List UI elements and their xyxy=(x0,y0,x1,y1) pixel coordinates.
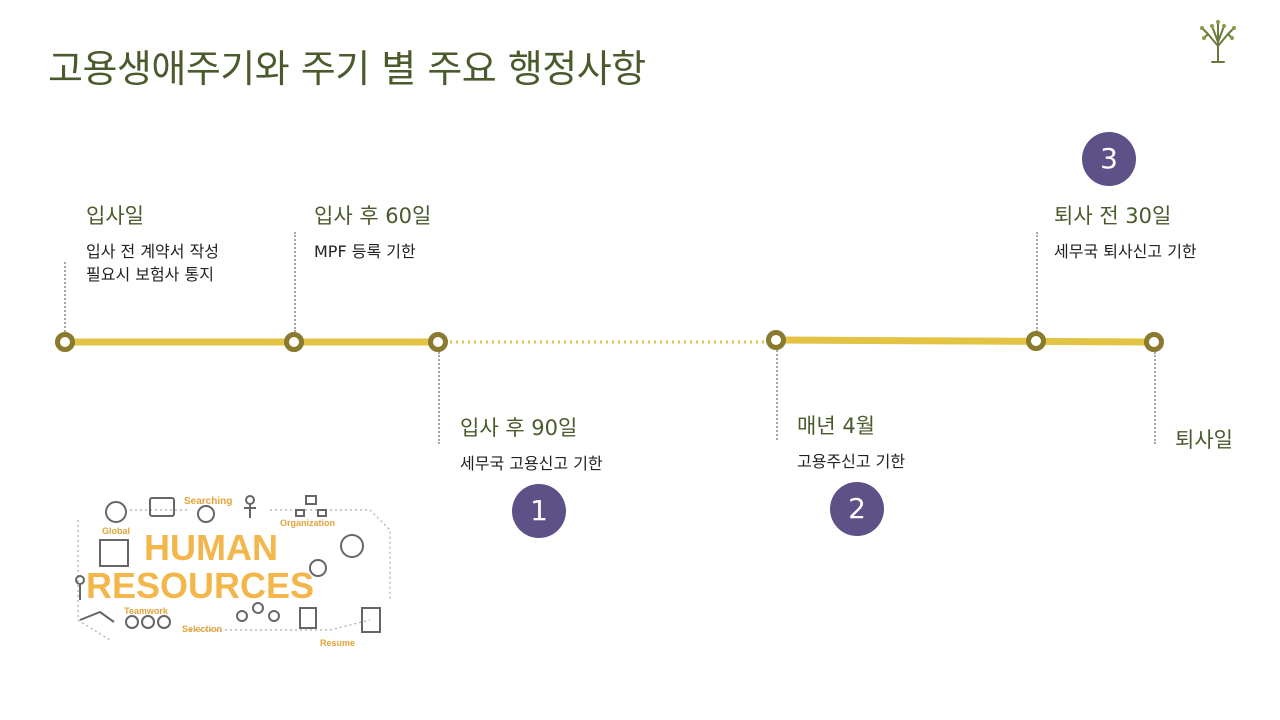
milestone-heading: 퇴사 전 30일 xyxy=(1054,204,1172,228)
connector-line-5 xyxy=(1036,232,1038,332)
milestone-april: 매년 4월 고용주신고 기한 xyxy=(797,410,905,473)
org-chart-icon xyxy=(305,495,317,505)
connector-line-4 xyxy=(776,350,778,440)
milestone-detail: 입사 전 계약서 작성 xyxy=(86,242,220,261)
milestone-detail: 세무국 고용신고 기한 xyxy=(460,454,603,473)
resume-icon xyxy=(361,607,381,633)
milestone-90-days: 입사 후 90일 세무국 고용신고 기한 xyxy=(460,412,603,475)
milestone-heading: 매년 4월 xyxy=(797,414,875,438)
timeline-node-1 xyxy=(55,332,75,352)
dollar-icon xyxy=(340,534,364,558)
milestone-heading: 입사 후 60일 xyxy=(314,204,432,228)
page-title: 고용생애주기와 주기 별 주요 행정사항 xyxy=(48,47,646,91)
milestone-60-days: 입사 후 60일 MPF 등록 기한 xyxy=(314,200,431,263)
connector-line-2 xyxy=(294,232,296,332)
hr-word-resources: RESOURCES xyxy=(86,565,314,606)
milestone-exit-date: 퇴사일 xyxy=(1175,424,1233,464)
milestone-detail: MPF 등록 기한 xyxy=(314,242,416,261)
connector-line-6 xyxy=(1154,352,1156,444)
hr-label-searching: Searching xyxy=(184,496,232,507)
milestone-heading: 퇴사일 xyxy=(1175,428,1233,452)
milestone-detail: 고용주신고 기한 xyxy=(797,452,906,471)
person-icon xyxy=(245,495,255,505)
monitor-icon xyxy=(149,497,175,517)
hr-label-teamwork: Teamwork xyxy=(124,606,169,616)
team-icon xyxy=(125,615,139,629)
hr-label-resume: Resume xyxy=(320,638,355,648)
hr-label-global: Global xyxy=(102,526,130,536)
tree-logo-icon xyxy=(1200,20,1236,63)
hr-word-human: HUMAN xyxy=(144,527,278,568)
timeline-node-5 xyxy=(1026,331,1046,351)
magnifier-icon xyxy=(197,505,215,523)
step-badge-1: 1 xyxy=(512,484,566,538)
step-badge-2: 2 xyxy=(830,482,884,536)
timeline-node-6 xyxy=(1144,332,1164,352)
timeline-node-3 xyxy=(428,332,448,352)
hr-label-selection: Selection xyxy=(182,624,222,634)
step-badge-3: 3 xyxy=(1082,132,1136,186)
selection-icon xyxy=(236,610,248,622)
timeline-segment-solid-2 xyxy=(775,336,1155,346)
timeline-node-2 xyxy=(284,332,304,352)
milestone-detail: 필요시 보험사 통지 xyxy=(86,265,214,284)
milestone-heading: 입사 후 90일 xyxy=(460,416,578,440)
milestone-detail: 세무국 퇴사신고 기한 xyxy=(1054,242,1197,261)
globe-icon xyxy=(105,501,127,523)
milestone-heading: 입사일 xyxy=(86,204,144,228)
milestone-30-days-before-exit: 퇴사 전 30일 세무국 퇴사신고 기한 xyxy=(1054,200,1197,263)
hr-label-organization: Organization xyxy=(280,518,335,528)
connector-line-3 xyxy=(438,352,440,444)
puzzle-icon xyxy=(99,539,129,567)
milestone-hire-date: 입사일 입사 전 계약서 작성 필요시 보험사 통지 xyxy=(86,200,219,286)
connector-line-1 xyxy=(64,262,66,332)
timeline-node-4 xyxy=(766,330,786,350)
human-resources-illustration: Searching Global Organization HUMAN RESO… xyxy=(75,495,391,648)
handshake-icon xyxy=(79,610,115,623)
